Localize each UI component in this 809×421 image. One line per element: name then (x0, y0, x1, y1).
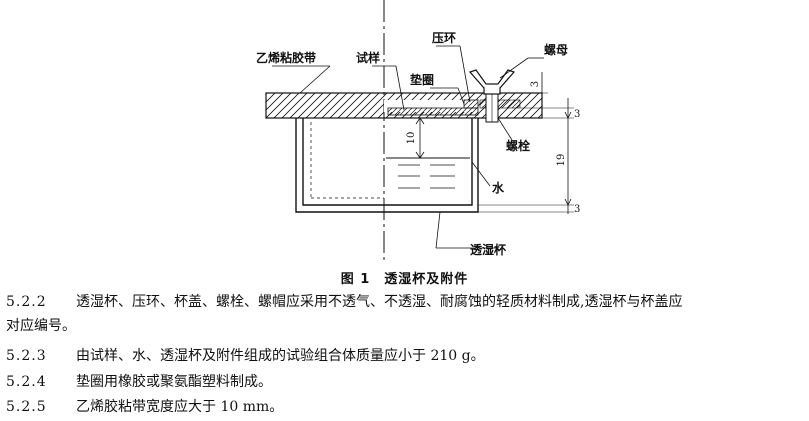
dim-nut-label: 3 (530, 81, 541, 87)
clause-5-2-5: 5.2.5 乙烯胶粘带宽度应大于 10 mm。 (6, 395, 804, 419)
water (386, 157, 470, 189)
dim-water-label: 19 (556, 154, 567, 167)
label-tape: 乙烯粘胶带 (256, 50, 316, 65)
clause-number: 5.2.4 (6, 374, 47, 390)
bolt (485, 89, 499, 123)
cup-body (295, 118, 479, 213)
label-nut: 螺母 (544, 42, 568, 57)
clause-text: 透湿杯、压环、杯盖、螺栓、螺帽应采用不透气、不透湿、耐腐蚀的轻质材料制成,透湿杯… (76, 294, 683, 310)
clause-number: 5.2.5 (6, 399, 47, 415)
dim-bottom-label: 3 (574, 204, 580, 215)
clause-number: 5.2.3 (6, 348, 47, 364)
clause-text: 垫圈用橡胶或聚氨酯塑料制成。 (76, 374, 272, 390)
clause-text: 乙烯胶粘带宽度应大于 10 mm。 (76, 399, 284, 415)
clause-text: 由试样、水、透湿杯及附件组成的试验组合体质量应小于 210 g。 (76, 348, 485, 364)
specimen (387, 107, 479, 116)
label-cup: 透湿杯 (470, 242, 507, 257)
dim-top-label: 3 (574, 109, 580, 120)
clause-5-2-3: 5.2.3 由试样、水、透湿杯及附件组成的试验组合体质量应小于 210 g。 (6, 344, 804, 368)
figure-title: 透湿杯及附件 (384, 272, 469, 287)
figure-caption: 图 1 透湿杯及附件 (0, 268, 809, 287)
label-ring: 压环 (432, 31, 456, 45)
figure-number: 图 1 (340, 272, 371, 287)
clause-5-2-4: 5.2.4 垫圈用橡胶或聚氨酯塑料制成。 (6, 370, 804, 394)
label-water: 水 (492, 180, 505, 195)
clause-text-continued: 对应编号。 (6, 318, 76, 334)
label-specimen: 试样 (356, 50, 380, 65)
clause-number: 5.2.2 (6, 294, 47, 310)
clause-5-2-2: 5.2.2 透湿杯、压环、杯盖、螺栓、螺帽应采用不透气、不透湿、耐腐蚀的轻质材料制… (6, 290, 804, 338)
moisture-cup-diagram: 10 3 3 19 3 乙烯粘胶带 试样 压环 垫圈 螺母 螺栓 水 透湿 (256, 0, 580, 262)
label-gasket: 垫圈 (410, 72, 434, 87)
label-bolt: 螺栓 (506, 138, 530, 153)
pressing-ring (463, 99, 479, 109)
dim-gap-label: 10 (406, 132, 417, 145)
wing-nut (468, 69, 516, 95)
